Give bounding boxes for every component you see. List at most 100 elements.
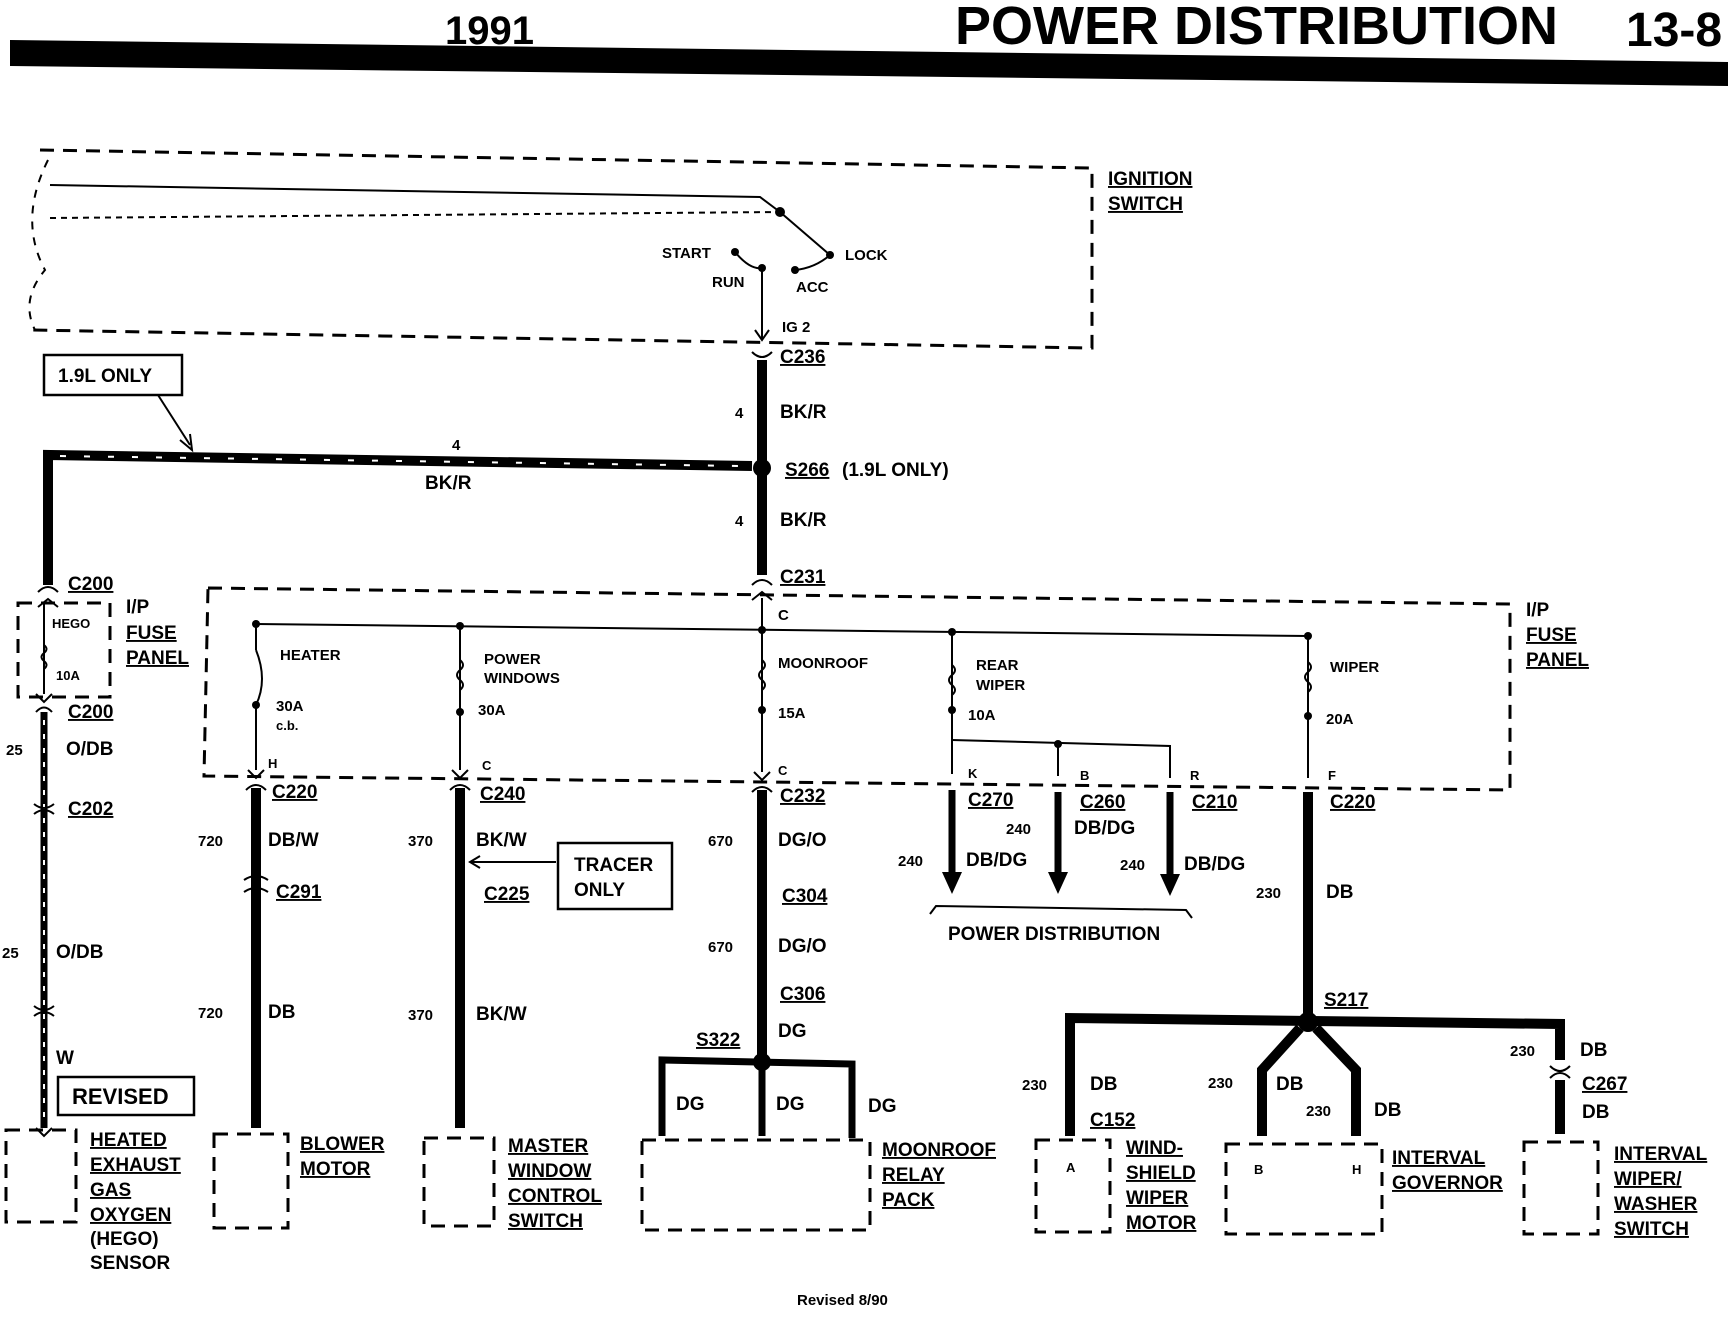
moon-wire-num-2: 670 [708, 939, 733, 956]
interval-switch-label-2: WIPER/ [1614, 1169, 1682, 1190]
header-page: 13-8 [1626, 4, 1722, 57]
moon-wire-num-1: 670 [708, 833, 733, 850]
moon-dg-a: DG [676, 1094, 705, 1115]
splice-s266: S266 [785, 460, 829, 481]
tracer-note-1: TRACER [574, 855, 653, 876]
pw-wire-num-2: 370 [408, 1007, 433, 1024]
connector-c210: C210 [1192, 792, 1237, 813]
ignition-switch-label-1: IGNITION [1108, 169, 1192, 190]
interval-switch-label-4: SWITCH [1614, 1219, 1689, 1240]
ip-fuse-label-left-2: FUSE [126, 623, 177, 644]
pd-color-c: DB/DG [1184, 854, 1245, 875]
pw-wire-color-1: BK/W [476, 830, 527, 851]
master-window-box [422, 1136, 496, 1228]
pd-num-b: 240 [1006, 821, 1031, 838]
splice-s266-note: (1.9L ONLY) [842, 460, 949, 481]
governor-pin-h: H [1352, 1162, 1361, 1177]
master-window-label-3: CONTROL [508, 1186, 602, 1207]
wiper-rating: 20A [1326, 711, 1354, 728]
ws-motor-pin-a: A [1066, 1160, 1076, 1175]
pd-num-c: 240 [1120, 857, 1145, 874]
revised-note: REVISED [72, 1084, 169, 1109]
page-header: 1991 POWER DISTRIBUTION 13-8 [10, 0, 1728, 86]
wiper-name: WIPER [1330, 659, 1379, 676]
ws-wiper-label-3: WIPER [1126, 1188, 1189, 1209]
heater-name: HEATER [280, 647, 341, 664]
heater-rating: 30A [276, 698, 304, 715]
wire-color-odb-1: O/DB [66, 739, 114, 760]
connector-c304: C304 [782, 886, 828, 907]
ip-fuse-panel: I/P FUSE PANEL C HEATER 30A c.b. H POWER… [202, 586, 1589, 792]
master-window-label-2: WINDOW [508, 1161, 591, 1182]
pos-start: START [662, 245, 711, 262]
ip-fuse-label-left-1: I/P [126, 597, 150, 618]
governor-label-2: GOVERNOR [1392, 1173, 1503, 1194]
connector-c225: C225 [484, 884, 530, 905]
interval-switch-label-1: INTERVAL [1614, 1144, 1708, 1165]
gov-wire-num-b: 230 [1208, 1075, 1233, 1092]
pw-wire-color-2: BK/W [476, 1004, 527, 1025]
sw-wire-num: 230 [1510, 1043, 1535, 1060]
pw-name-2: WINDOWS [484, 670, 560, 687]
footer-revised: Revised 8/90 [797, 1292, 888, 1309]
header-rule [10, 40, 1728, 86]
moonroof-relay-label-2: RELAY [882, 1165, 945, 1186]
moon-wire-color-2: DG/O [778, 936, 827, 957]
pw-rating: 30A [478, 702, 506, 719]
wire-num-bkr-2: 4 [735, 513, 744, 530]
header-title: POWER DISTRIBUTION [955, 0, 1558, 56]
moonroof-relay-box [640, 1138, 872, 1232]
connector-c291: C291 [276, 882, 322, 903]
gov-wire-num-h: 230 [1306, 1103, 1331, 1120]
pd-color-b: DB/DG [1074, 818, 1135, 839]
wiper-wire-num-main: 230 [1256, 885, 1281, 902]
rear-wiper-name-1: REAR [976, 657, 1019, 674]
interval-switch-label-3: WASHER [1614, 1194, 1698, 1215]
pw-name-1: POWER [484, 651, 541, 668]
master-window-label-1: MASTER [508, 1136, 589, 1157]
splice-s217: S217 [1324, 990, 1368, 1011]
connector-c306: C306 [780, 984, 825, 1005]
main-feed-bkr: C236 4 BK/R S266 (1.9L ONLY) 4 BK/R C231 [735, 347, 949, 601]
blower-label-1: BLOWER [300, 1134, 385, 1155]
moonroof-circuit: C232 670 DG/O C304 670 DG/O C306 DG S322… [640, 771, 897, 1232]
ws-wiper-label-1: WIND- [1126, 1138, 1183, 1159]
hego-sensor-label-6: SENSOR [90, 1253, 171, 1274]
power-window-circuit: C240 370 BK/W C225 TRACER ONLY 370 BK/W [408, 769, 674, 1228]
tracer-note-box [556, 841, 674, 911]
ignition-switch: IGNITION SWITCH START LOCK RUN ACC IG 2 [28, 148, 1192, 350]
heater-pin: H [268, 756, 277, 771]
pos-ig2: IG 2 [782, 319, 810, 336]
heater-type: c.b. [276, 718, 298, 733]
hego-sensor-label-1: HEATED [90, 1130, 167, 1151]
wire-color-bkr-1: BK/R [780, 402, 827, 423]
hego-sensor-label-2: EXHAUST [90, 1155, 181, 1176]
heater-wire-color-2: DB [268, 1002, 295, 1023]
connector-c152: C152 [1090, 1110, 1135, 1131]
connector-c231: C231 [780, 567, 826, 588]
hego-fuse-box [16, 601, 112, 699]
pos-lock: LOCK [845, 247, 888, 264]
heater-wire-num-1: 720 [198, 833, 223, 850]
hego-fuse-name: HEGO [52, 616, 90, 631]
moon-dg-c: DG [868, 1096, 897, 1117]
wire-num-odb-1: 25 [6, 742, 23, 759]
master-window-label-4: SWITCH [508, 1211, 583, 1232]
heater-circuit-breaker: HEATER 30A c.b. H [252, 647, 341, 771]
hego-sensor-label-3: GAS [90, 1180, 131, 1201]
pw-wire-num-1: 370 [408, 833, 433, 850]
header-year: 1991 [445, 9, 534, 53]
engine-note: 1.9L ONLY [58, 366, 152, 387]
engine-note-box [42, 353, 184, 397]
hego-branch: 1.9L ONLY 4 BK/R C200 HEGO 10A I/P FUSE … [2, 353, 753, 1224]
sw-wire-color-2: DB [1582, 1102, 1609, 1123]
wire-num-bkr-3: 4 [452, 437, 461, 454]
moonroof-rating: 15A [778, 705, 806, 722]
ws-wiper-label-4: MOTOR [1126, 1213, 1197, 1234]
moonroof-name: MOONROOF [778, 655, 868, 672]
pd-num-a: 240 [898, 853, 923, 870]
hego-pin-w: W [56, 1048, 74, 1069]
hego-sensor-box [4, 1128, 78, 1224]
moon-wire-color-1: DG/O [778, 830, 827, 851]
